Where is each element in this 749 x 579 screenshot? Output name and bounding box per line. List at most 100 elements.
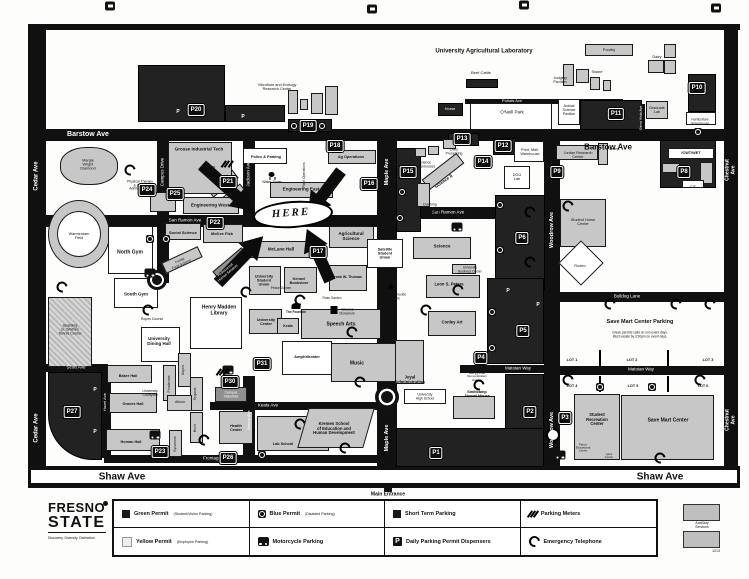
map-building	[106, 429, 160, 451]
map-label: ICWT/WET	[681, 150, 701, 155]
street	[104, 455, 396, 463]
map-label: Smittcamp Alumni House	[464, 389, 490, 398]
map-label: LOT 4	[566, 383, 578, 388]
motorcycle-icon	[149, 430, 161, 440]
legend-item-sublabel: (Student/Visitor Parking)	[173, 512, 213, 516]
legend-item-label: Emergency Telephone	[543, 538, 602, 545]
map-label: Chestnut Ave	[724, 159, 737, 181]
map-label: Aspen	[181, 365, 186, 375]
map-label: Health Center	[229, 423, 243, 432]
map-label: Sequoia	[193, 387, 198, 401]
map-label: Allergy Free Demonstration Garden	[467, 371, 487, 382]
parking-mark: P	[536, 302, 540, 308]
dark-legend-icon	[393, 510, 401, 518]
map-building	[417, 183, 430, 207]
map-building	[109, 393, 157, 413]
map-building	[329, 226, 374, 248]
map-label: Conley Art	[441, 319, 463, 325]
legend-item: Short Term Parking	[385, 501, 521, 528]
map-building	[300, 99, 308, 110]
map-label: Police & Parking	[251, 154, 281, 159]
parking-lot-badge: P3	[558, 412, 572, 424]
emergency-phone-icon	[526, 533, 542, 550]
map-label: Bulldog Lane	[613, 293, 641, 299]
map-label: Homan Hall	[120, 439, 142, 444]
street	[46, 364, 108, 372]
map-label: Keats Ave	[257, 402, 279, 408]
lot-divider	[667, 376, 669, 392]
parking-lot-badge: P9	[550, 166, 564, 178]
map-label: Social Science	[168, 229, 198, 235]
legend-item-label: Green Permit	[134, 511, 169, 517]
map-building	[683, 531, 720, 548]
parking-lot-badge: P4	[474, 352, 488, 364]
map-building	[167, 395, 192, 411]
map-label: Print, Mail, Warehouse	[520, 147, 540, 156]
map-label: Sycamore	[173, 436, 178, 452]
map-building	[190, 377, 203, 411]
map-label: Birch	[193, 424, 198, 432]
motorcycle-icon	[554, 450, 566, 460]
map-building	[428, 311, 476, 336]
map-building	[563, 64, 574, 86]
legend-item: Yellow Permit(Employee Parking)	[114, 528, 250, 555]
parking-lot-badge: P17	[309, 246, 327, 258]
map-label: LOT 1	[566, 357, 578, 362]
map-label: Ponderosa	[167, 375, 172, 393]
map-label: Maple Ave	[383, 424, 390, 452]
wheelchair-icon	[488, 308, 496, 316]
map-label: Speech Arts	[326, 321, 356, 328]
map-building	[243, 148, 287, 164]
map-label: Atrium	[174, 400, 186, 405]
map-label: Patino Educational Center	[575, 442, 591, 453]
map-label: Ag Operations	[337, 154, 365, 159]
map-label: McKee Fisk	[210, 230, 234, 236]
map-label: Dairy Processing	[445, 147, 463, 155]
wheelchair-icon	[146, 235, 154, 243]
street	[724, 28, 738, 468]
map-label: Amphitheater	[294, 353, 320, 359]
map-label: Auxiliary Services	[695, 521, 709, 529]
map-building	[504, 166, 530, 189]
map-label: Campus Industries	[223, 390, 239, 398]
map-building	[700, 162, 713, 184]
map-label: University Courtyard	[142, 389, 158, 397]
map-label: Kremen School of Education and Human Dev…	[313, 421, 355, 436]
map-label: Frank W. Thomas	[332, 275, 362, 280]
wheelchair-legend-icon	[257, 510, 266, 518]
fresno-state-logo: FRESNO STATE Discovery. Diversity. Disti…	[48, 501, 110, 557]
map-label: Student Horse Center	[570, 217, 596, 226]
street	[544, 141, 560, 468]
wheelchair-icon	[290, 122, 298, 130]
dark-legend-icon	[122, 510, 130, 518]
map-label: University Agricultural Laboratory	[435, 48, 533, 55]
map-building	[470, 103, 552, 130]
parking-lot-badge: P13	[453, 133, 471, 145]
map-label: University Center	[256, 317, 276, 326]
street	[46, 129, 738, 141]
parking-lot-badge: P5	[516, 325, 530, 337]
map-label: Viticulture and Enology Research Center	[257, 82, 297, 91]
map-label: Animal Science Pavilion	[562, 104, 576, 116]
map-label: Green permits valid on non event days. M…	[612, 330, 668, 338]
map-label: Jordan Research Center	[563, 150, 593, 159]
map-label: Joyal Administration	[395, 374, 425, 384]
map-building	[668, 148, 714, 159]
legend-item-sublabel: (Employee Parking)	[176, 539, 209, 544]
wheelchair-icon	[396, 214, 404, 222]
map-label: Kennel Bookstore	[289, 276, 309, 285]
map-label: Campus Drive	[159, 157, 165, 187]
bus-stop-icon	[519, 0, 529, 10]
legend-item-label: Parking Meters	[540, 511, 581, 517]
map-building	[277, 318, 299, 334]
parking-lot-badge: P14	[474, 156, 492, 168]
map-label: Shaw Ave	[636, 471, 684, 483]
map-label: Swine	[591, 68, 603, 74]
map-building	[165, 223, 201, 240]
map-label: Horse	[444, 105, 456, 111]
parking-lot-badge: P10	[688, 82, 706, 94]
legend-item-label: Motorcycle Parking	[272, 538, 324, 545]
map-building	[60, 147, 118, 185]
map-label: LOT 6	[697, 383, 709, 388]
